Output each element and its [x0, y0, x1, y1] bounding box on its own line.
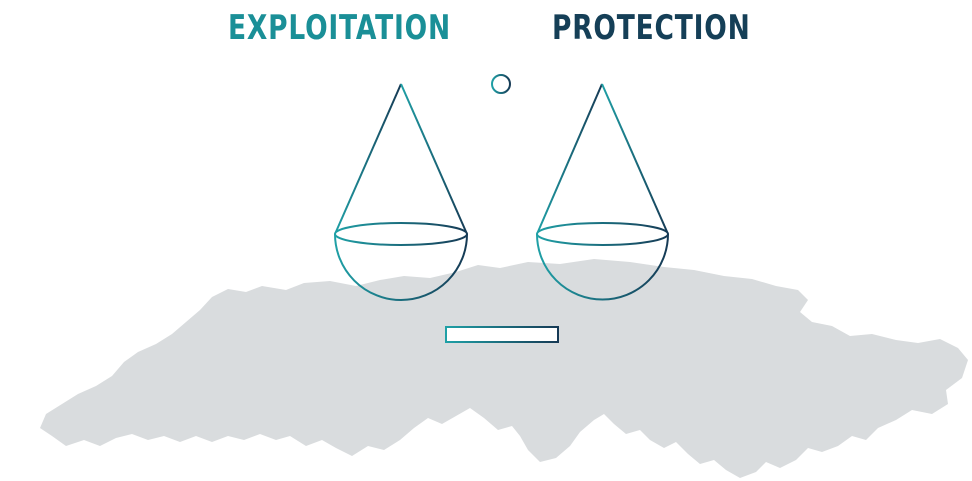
left-pan: [334, 83, 468, 301]
exploitation-label: EXPLOITATION: [228, 8, 451, 48]
balance-scale-icon: [334, 62, 669, 343]
switzerland-map-silhouette: [40, 259, 968, 478]
scale-base: [445, 326, 559, 343]
right-pan: [536, 83, 669, 301]
protection-label: PROTECTION: [552, 8, 751, 48]
scale-pivot: [491, 74, 511, 94]
